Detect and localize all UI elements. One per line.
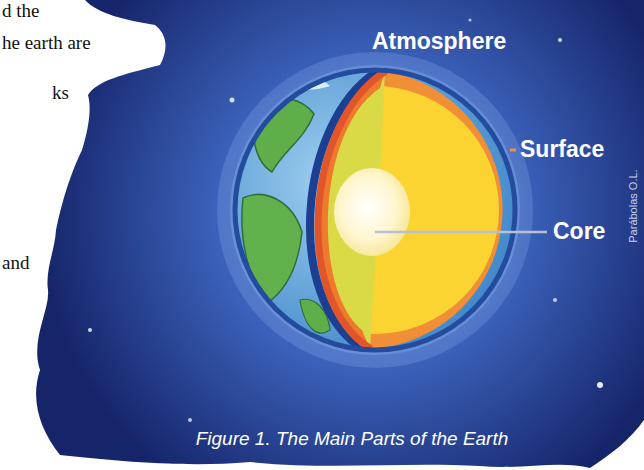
space-background [36, 0, 644, 468]
atmosphere-ring [230, 65, 520, 355]
core-leader [375, 231, 547, 234]
globe [235, 70, 515, 350]
earth-cutaway [230, 60, 530, 360]
glow [217, 52, 533, 368]
part-label: Atmosphere [372, 28, 506, 54]
credit-text: Parábolas O.L. [627, 169, 639, 242]
page-text-fragment: ks [52, 82, 69, 105]
figure-caption: Figure 1. The Main Parts of the Earth [196, 428, 509, 451]
part-label: Surface [520, 136, 604, 162]
page-text-fragment: d the [2, 0, 39, 23]
page-text-fragment: and [2, 252, 29, 275]
part-label: Core [553, 218, 605, 244]
surface-leader [510, 149, 516, 152]
cut-edge [310, 71, 386, 349]
stars [88, 19, 603, 423]
page-text-fragment: he earth are [2, 32, 91, 55]
atmosphere-edge [235, 70, 515, 350]
